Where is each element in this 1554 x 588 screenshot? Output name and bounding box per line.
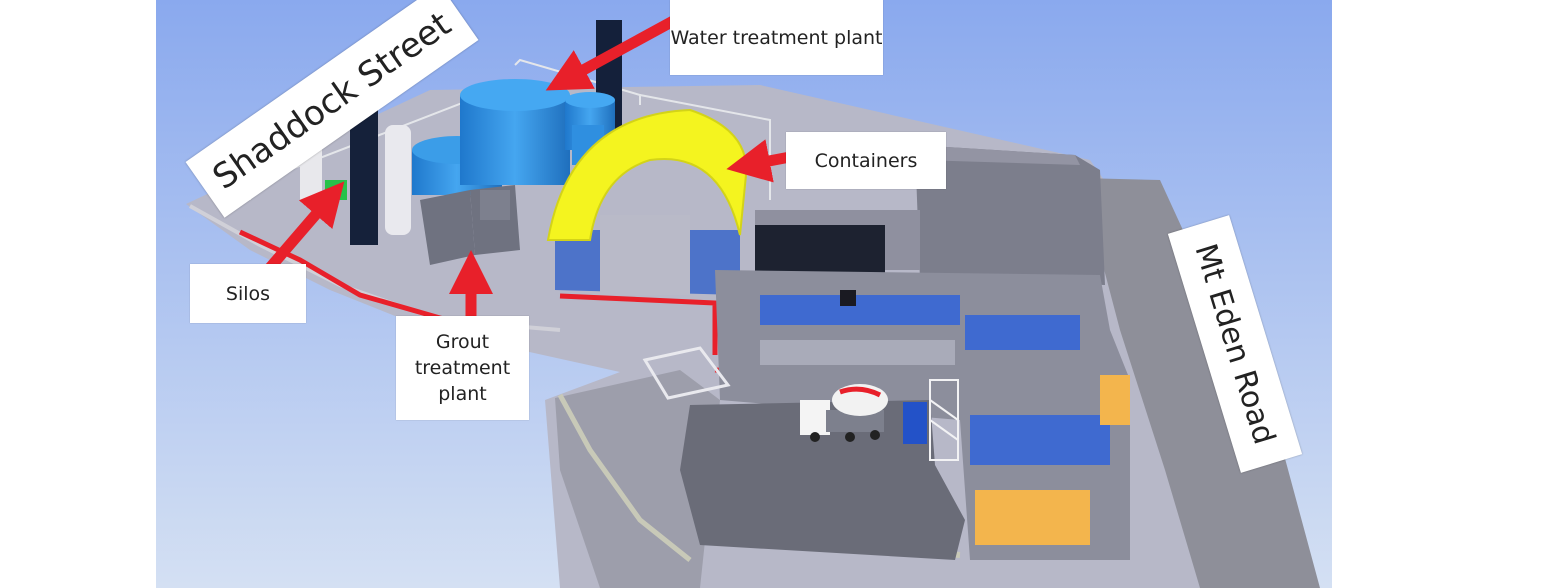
grout-plant-structure	[420, 185, 520, 265]
lower-wall	[557, 393, 692, 562]
containers-structure	[546, 108, 748, 295]
orange-panel	[975, 490, 1090, 545]
stair-tower	[929, 379, 959, 461]
arrow-icon	[263, 181, 345, 274]
arrow-icon	[545, 15, 678, 91]
blue-container	[903, 402, 927, 444]
containers-callout: Containers	[786, 132, 946, 189]
mt-eden-road-surface	[1080, 178, 1320, 588]
silos-callout: Silos	[190, 264, 306, 323]
water-tanks	[412, 79, 615, 195]
containers-label: Containers	[814, 149, 918, 172]
arrow-icon	[726, 139, 792, 183]
hatch-outline	[642, 346, 731, 400]
lower-yard	[680, 400, 965, 560]
grout-treatment-plant-callout: Grout treatment plant	[396, 316, 529, 420]
water-treatment-plant-callout: Water treatment plant	[670, 0, 883, 75]
silos-label: Silos	[225, 282, 271, 305]
grout-treatment-plant-label: Grout treatment plant	[414, 331, 511, 405]
lower-pad	[555, 370, 720, 588]
water-treatment-plant-label: Water treatment plant	[670, 26, 883, 49]
truck-icon	[800, 384, 888, 442]
